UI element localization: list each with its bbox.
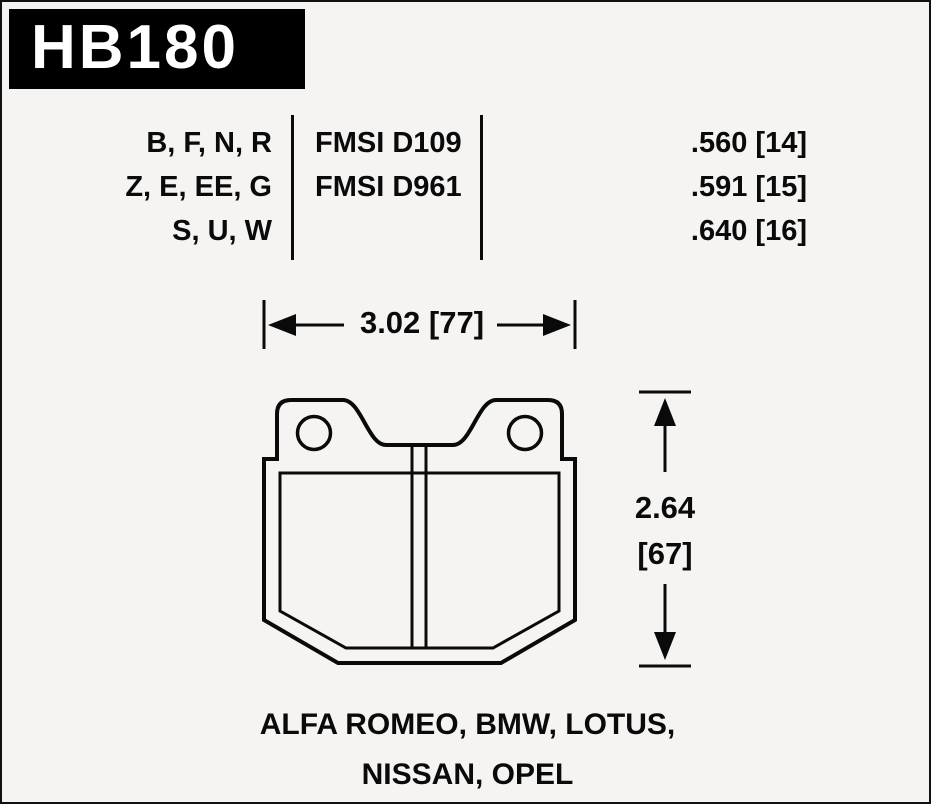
table-divider-left [291,115,294,260]
fmsi-column: FMSI D109 FMSI D961 [315,121,485,209]
applications-line-2: NISSAN, OPEL [361,758,574,791]
height-dimension-mm: [67] [637,536,693,571]
width-arrowhead-left-icon [268,314,296,336]
thickness-row: .560 [14] [690,127,807,159]
pad-hole-left [295,414,333,452]
compound-codes-row: B, F, N, R [146,127,272,159]
height-arrowhead-down-icon [654,632,676,660]
pad-backing-plate-outline [262,398,577,665]
thickness-row: .640 [16] [690,215,807,247]
vehicle-applications: ALFA ROMEO, BMW, LOTUS, NISSAN, OPEL [2,700,929,800]
applications-line-1: ALFA ROMEO, BMW, LOTUS, [259,708,676,741]
part-number-badge: HB180 [9,9,305,89]
width-arrowhead-right-icon [543,314,571,336]
fmsi-row: FMSI D109 [315,127,462,159]
thickness-column: .560 [14] .591 [15] .640 [16] [647,121,807,253]
width-dimension-label: 3.02 [77] [359,305,485,340]
pad-hole-right [506,414,544,452]
compound-codes-column: B, F, N, R Z, E, EE, G S, U, W [112,121,272,253]
height-dimension-label: 2.64 [67] [615,485,715,577]
friction-surface-outline [278,471,561,650]
thickness-row: .591 [15] [690,171,807,203]
compound-codes-row: S, U, W [172,215,272,247]
compound-codes-row: Z, E, EE, G [125,171,272,203]
table-divider-right [480,115,483,260]
part-number: HB180 [31,13,239,82]
pad-shape [262,398,577,665]
height-dimension-inches: 2.64 [634,490,696,525]
fmsi-row: FMSI D961 [315,171,462,203]
height-arrowhead-up-icon [654,398,676,426]
